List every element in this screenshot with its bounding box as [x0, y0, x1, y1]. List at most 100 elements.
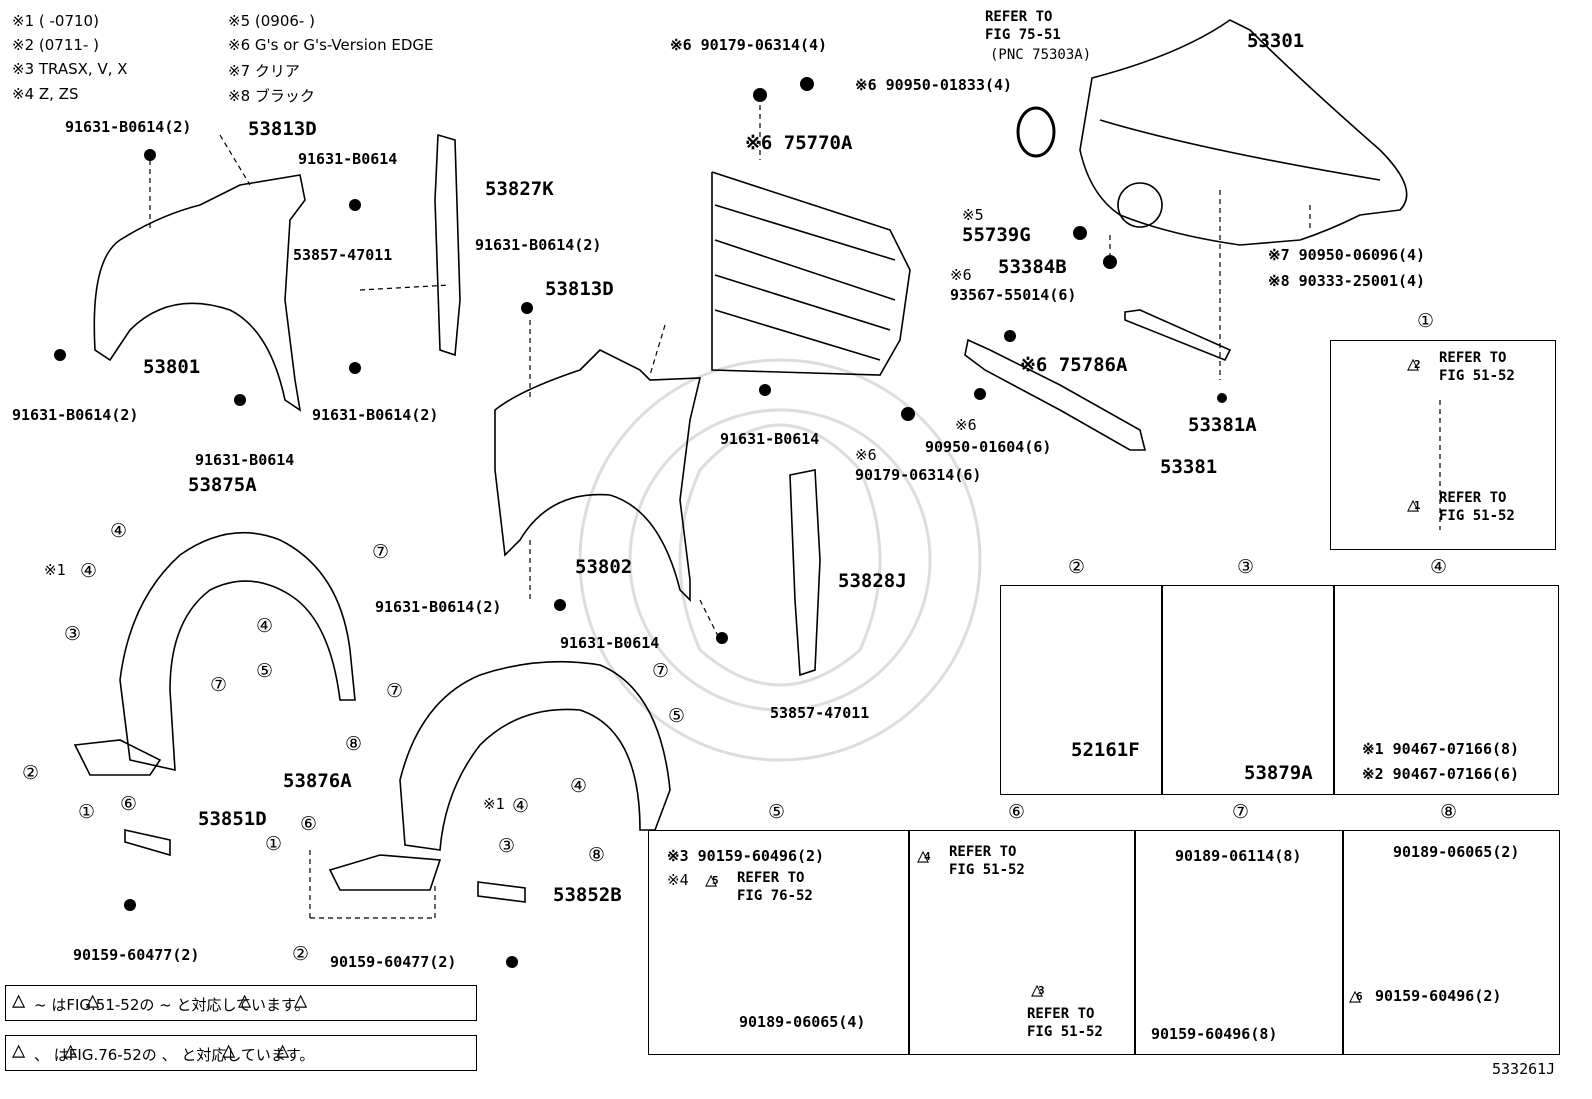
- refer-label: REFER TO: [985, 9, 1053, 25]
- reinforcement-75786a: [964, 338, 1147, 451]
- note-mark-6b: ※6: [955, 416, 977, 434]
- detail-box-5-number: ⑤: [768, 801, 786, 823]
- callout-4a: ④: [110, 520, 128, 542]
- callout-1a: ①: [78, 801, 96, 823]
- callout-7c: ⑦: [386, 680, 404, 702]
- callout-7d: ⑦: [652, 660, 670, 682]
- triangle-number: 2: [1414, 358, 1421, 371]
- part-label-91631-mid2: 91631-B0614(2): [475, 236, 602, 254]
- detail-box-2-number: ②: [1068, 556, 1086, 578]
- detail-box-4-number: ④: [1430, 556, 1448, 578]
- liner-53875a: [73, 531, 356, 776]
- part-label-75786a: ※6 75786A: [1020, 354, 1128, 376]
- callout-3b: ③: [498, 835, 516, 857]
- note-4: ※4 Z, ZS: [12, 85, 79, 103]
- emblem-part: [1016, 106, 1056, 158]
- note-mark-1a: ※1: [44, 561, 66, 579]
- note-7: ※7 クリア: [228, 62, 300, 80]
- callout-7a: ⑦: [372, 541, 390, 563]
- detail-box-5: ※3 90159-60496(2) ※4 △ 5 REFER TO FIG 76…: [648, 830, 910, 1055]
- part-label-90467-a: ※1 90467-07166(8): [1362, 740, 1520, 758]
- part-label-53802: 53802: [575, 556, 633, 578]
- warning-triangle-icon: △: [238, 988, 252, 1013]
- detail-box-6: △ 4 REFER TO FIG 51-52 △ 3 REFER TO FIG …: [908, 830, 1136, 1055]
- warning-triangle-icon: △: [86, 988, 100, 1013]
- grille-75770a: [711, 171, 911, 376]
- detail-box-6-number: ⑥: [1008, 801, 1026, 823]
- liner-53876a: [328, 660, 671, 891]
- warning-triangle-icon: △: [917, 843, 930, 867]
- fasteners: [54, 77, 1227, 968]
- warning-triangle-icon: △: [1349, 983, 1362, 1007]
- warning-triangle-icon: △: [705, 867, 718, 891]
- liner-53827k: [434, 133, 461, 357]
- detail-box-1-number: ①: [1417, 310, 1435, 332]
- part-label-53301: 53301: [1247, 30, 1305, 52]
- note-mark-5: ※5: [962, 206, 984, 224]
- refer-fig-label: FIG 76-52: [737, 888, 813, 904]
- part-label-91631-lower: 91631-B0614(2): [375, 598, 502, 616]
- note-mark-6a: ※6: [950, 266, 972, 284]
- detail-box-4: ※1 90467-07166(8) ※2 90467-07166(6): [1333, 585, 1559, 795]
- refer-fig-label: FIG 75-51: [985, 27, 1061, 43]
- callout-6a: ⑥: [120, 793, 138, 815]
- warning-triangle-icon: △: [1407, 351, 1420, 375]
- legend-text-1: ~ はFIG.51-52の ~ と対応しています。: [34, 996, 310, 1014]
- part-label-53879a: 53879A: [1244, 762, 1313, 784]
- part-label-91631-bottom: 91631-B0614: [195, 451, 295, 469]
- callout-5b: ⑤: [668, 705, 686, 727]
- part-label-91631-mid: 91631-B0614: [720, 430, 820, 448]
- warning-triangle-icon: △: [12, 988, 26, 1013]
- triangle-number: 4: [924, 850, 931, 863]
- part-label-55739g: 55739G: [962, 224, 1031, 246]
- part-label-53827k: 53827K: [485, 178, 554, 200]
- legend-text-2: 、 はFIG.76-52の 、 と対応しています。: [34, 1046, 315, 1064]
- part-label-53813d-left: 53813D: [248, 118, 317, 140]
- note-6: ※6 G's or G's-Version EDGE: [228, 36, 434, 54]
- note-5: ※5 (0906- ): [228, 12, 315, 30]
- callout-3a: ③: [64, 623, 82, 645]
- callout-4d: ④: [570, 775, 588, 797]
- part-label-91631-lower2: 91631-B0614: [560, 634, 660, 652]
- callout-5a: ⑤: [256, 660, 274, 682]
- part-label-90179-06314-top: ※6 90179-06314(4): [670, 36, 828, 54]
- part-label-90159-mid: 90159-60477(2): [330, 953, 457, 971]
- leader-lines: [149, 105, 1441, 919]
- callout-4e: ④: [512, 795, 530, 817]
- bracket-53852b: [477, 881, 526, 903]
- refer-label: REFER TO: [1439, 490, 1507, 506]
- detail-box-7-number: ⑦: [1232, 801, 1250, 823]
- part-label-53813d-mid: 53813D: [545, 278, 614, 300]
- part-label-90333: ※8 90333-25001(4): [1268, 272, 1426, 290]
- note-8: ※8 ブラック: [228, 87, 315, 105]
- part-label-53384b: 53384B: [998, 256, 1067, 278]
- part-label-93567: 93567-55014(6): [950, 286, 1077, 304]
- callout-2b: ②: [292, 943, 310, 965]
- refer-fig-label: FIG 51-52: [1027, 1024, 1103, 1040]
- warning-triangle-icon: △: [294, 988, 308, 1013]
- detail-box-3-number: ③: [1237, 556, 1255, 578]
- callout-8b: ⑧: [588, 844, 606, 866]
- warning-triangle-icon: △: [222, 1038, 236, 1063]
- part-label-91631-br: 91631-B0614(2): [312, 406, 439, 424]
- part-label-53876a: 53876A: [283, 770, 352, 792]
- part-label-90159-60496-c: 90159-60496(2): [1375, 987, 1502, 1005]
- part-label-90159-left: 90159-60477(2): [73, 946, 200, 964]
- callout-4c: ④: [256, 615, 274, 637]
- part-label-53381a: 53381A: [1188, 414, 1257, 436]
- detail-box-8: 90189-06065(2) △ 6 90159-60496(2): [1342, 830, 1560, 1055]
- callout-8a: ⑧: [345, 733, 363, 755]
- callout-6b: ⑥: [300, 813, 318, 835]
- note-2: ※2 (0711- ): [12, 36, 99, 54]
- refer-fig-label: FIG 51-52: [949, 862, 1025, 878]
- warning-triangle-icon: △: [276, 1038, 290, 1063]
- refer-label: REFER TO: [737, 870, 805, 886]
- part-label-90950-01833: ※6 90950-01833(4): [855, 76, 1013, 94]
- part-label-90189-06065-b: 90189-06065(2): [1393, 843, 1520, 861]
- figure-code: 533261J: [1492, 1060, 1556, 1078]
- note-mark-6c: ※6: [855, 446, 877, 464]
- note-1: ※1 ( -0710): [12, 12, 99, 30]
- part-label-53852b: 53852B: [553, 884, 622, 906]
- fender-53802: [494, 349, 702, 602]
